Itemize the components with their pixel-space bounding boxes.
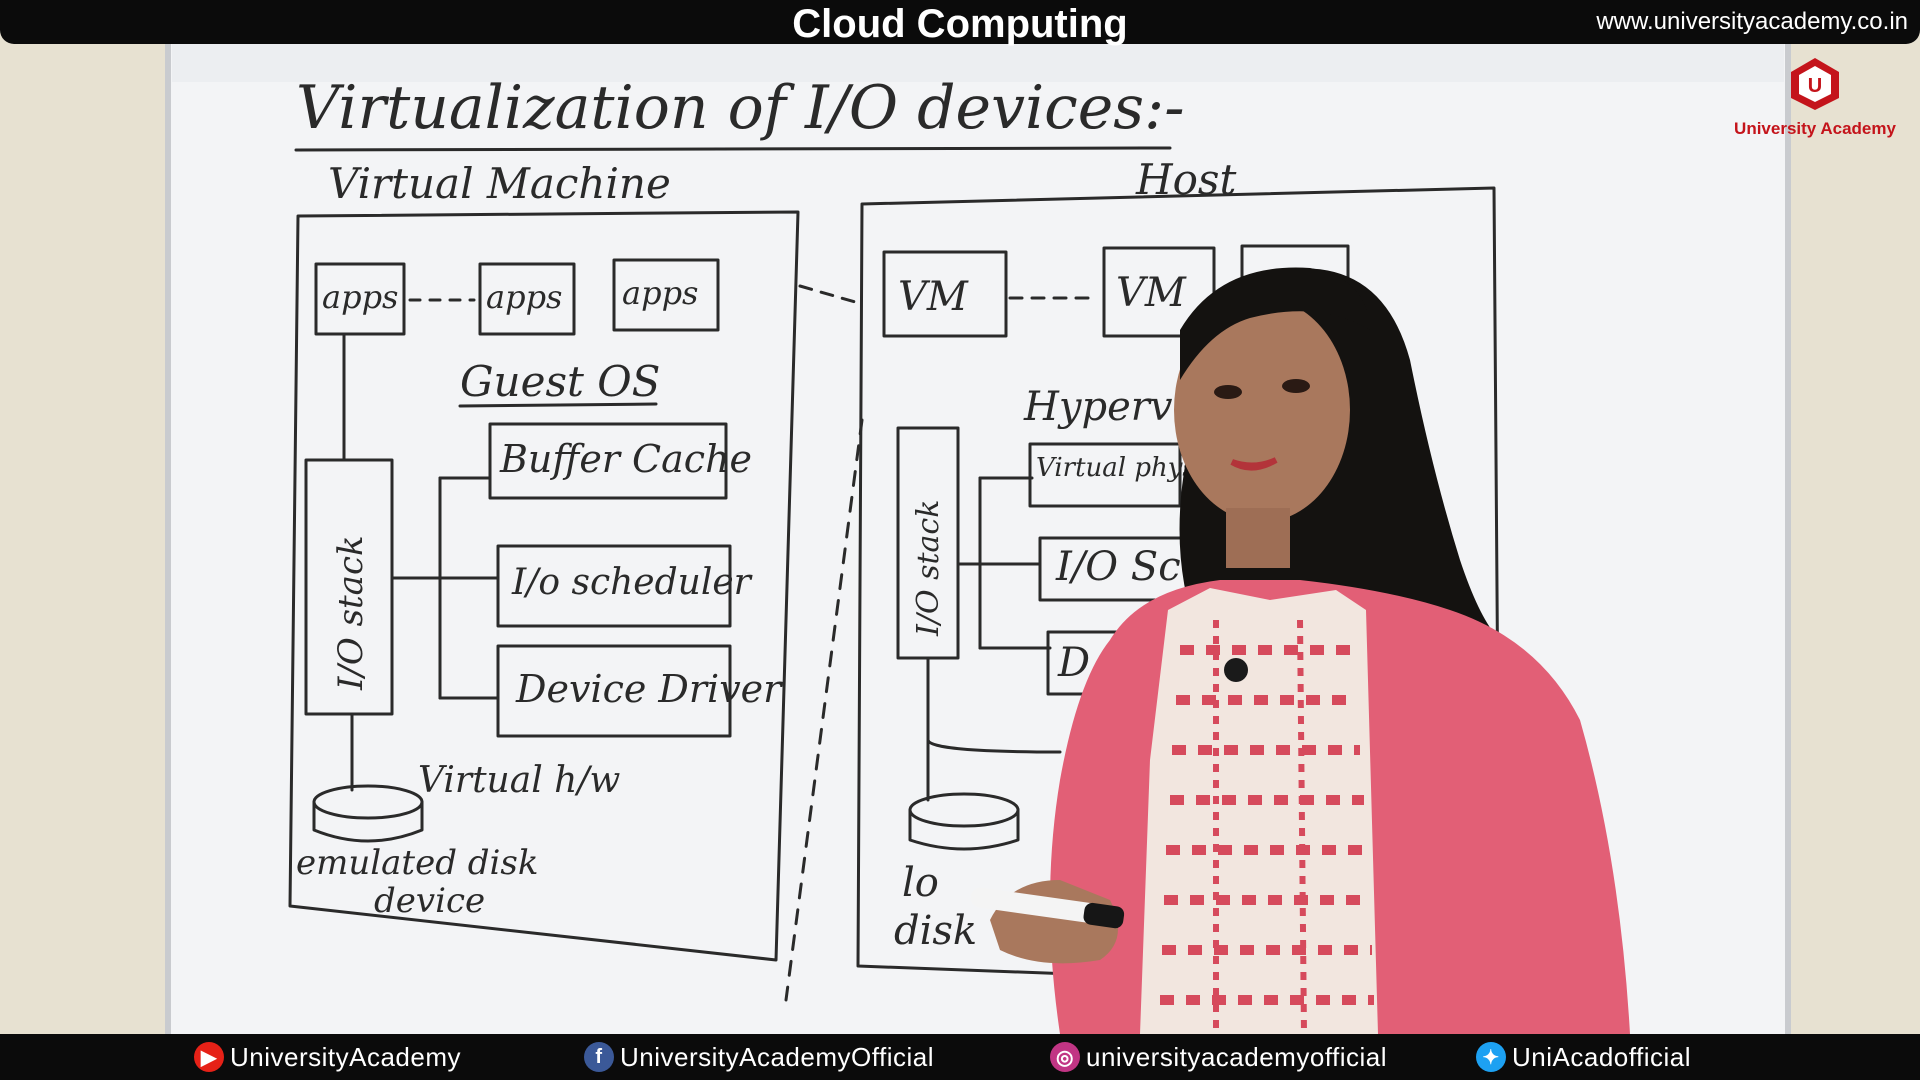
host-vm: VM — [1116, 270, 1187, 316]
twitter-link[interactable]: ✦ UniAcadofficial — [1476, 1034, 1691, 1080]
host-driver-label: D — [1057, 640, 1090, 686]
logical-disk-label-2: disk — [894, 908, 977, 954]
video-title: Cloud Computing — [792, 2, 1128, 46]
title-bar: Cloud Computing www.universityacademy.co… — [0, 0, 1920, 46]
logo-letter: U — [1808, 75, 1822, 97]
vm-app: apps — [322, 278, 398, 316]
host-io-scheduler-label: I/O Sc — [1055, 544, 1181, 590]
guest-os-label: Guest OS — [460, 357, 660, 406]
twitter-handle: UniAcadofficial — [1512, 1041, 1692, 1072]
instagram-icon: ◎ — [1050, 1042, 1080, 1072]
logical-disk-label: lo — [902, 860, 939, 906]
io-scheduler-label: I/o scheduler — [511, 562, 753, 603]
logo-name: University Academy — [1734, 119, 1896, 138]
io-stack-label: I/O stack — [331, 535, 371, 691]
website-url: www.universityacademy.co.in — [1596, 8, 1908, 35]
facebook-link[interactable]: f UniversityAcademyOfficial — [584, 1034, 934, 1080]
instagram-link[interactable]: ◎ universityacademyofficial — [1050, 1034, 1387, 1080]
host-io-stack-label: I/O stack — [911, 500, 946, 637]
emulated-disk-label-2: device — [374, 881, 485, 921]
emulated-disk-label: emulated disk — [296, 843, 538, 883]
presenter — [970, 267, 1630, 1035]
logo-hexagon-icon: U — [1791, 58, 1839, 110]
youtube-icon: ▶ — [194, 1042, 224, 1072]
youtube-link[interactable]: ▶ UniversityAcademy — [194, 1034, 461, 1080]
vm-panel-title: Virtual Machine — [328, 159, 671, 208]
youtube-handle: UniversityAcademy — [230, 1041, 462, 1072]
vm-panel-border — [288, 210, 800, 962]
buffer-cache-label: Buffer Cache — [499, 437, 752, 481]
vm-app: apps — [622, 274, 698, 312]
twitter-icon: ✦ — [1476, 1042, 1506, 1072]
instagram-handle: universityacademyofficial — [1086, 1041, 1388, 1072]
host-vm: VM — [898, 274, 969, 320]
facebook-handle: UniversityAcademyOfficial — [620, 1041, 935, 1072]
whiteboard-heading: Virtualization of I/O devices:- — [296, 73, 1185, 143]
vm-app: apps — [486, 278, 562, 316]
social-bar: ▶ UniversityAcademy f UniversityAcademyO… — [0, 1034, 1920, 1080]
hypervisor-label: Hypervi — [1023, 384, 1185, 430]
facebook-icon: f — [584, 1042, 614, 1072]
device-driver-label: Device Driver — [515, 667, 784, 711]
channel-logo: U University Academy — [1730, 56, 1900, 139]
virtual-hw-label: Virtual h/w — [418, 760, 620, 801]
io-stack-box — [304, 458, 394, 716]
